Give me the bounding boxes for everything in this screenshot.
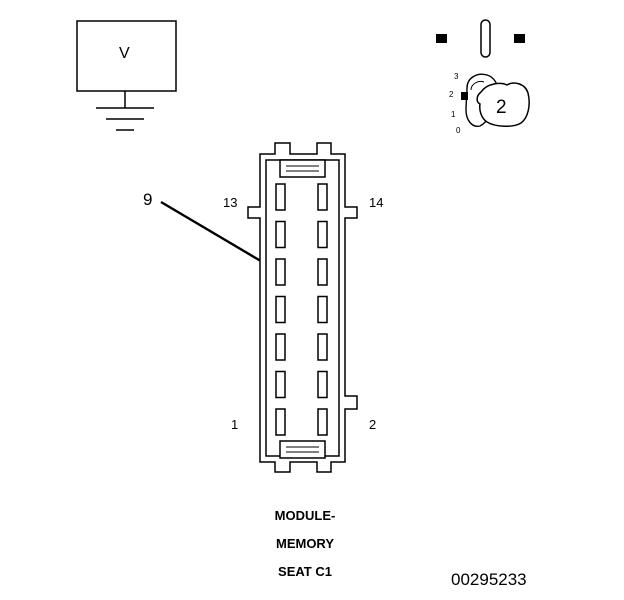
terminal-cavity bbox=[275, 333, 286, 361]
terminal-cavity bbox=[317, 408, 328, 436]
caption-line-3: SEAT C1 bbox=[278, 564, 332, 579]
knob-position-marker bbox=[461, 92, 468, 100]
probe-left-square bbox=[436, 34, 447, 43]
pin-label-14: 14 bbox=[369, 195, 384, 210]
voltmeter-symbol bbox=[76, 20, 177, 131]
terminal-cavity bbox=[275, 370, 286, 399]
bottom-latch bbox=[279, 440, 326, 459]
selector-position-3: 3 bbox=[454, 72, 459, 81]
pin-label-13: 13 bbox=[223, 195, 238, 210]
terminal-cavity bbox=[317, 220, 328, 249]
knob-inner-arc bbox=[470, 81, 485, 91]
probe-center-slot bbox=[480, 19, 491, 58]
voltmeter-box bbox=[76, 20, 177, 92]
callout-number: 9 bbox=[143, 190, 153, 209]
terminal-cavity bbox=[317, 370, 328, 399]
voltmeter-symbol-label: V bbox=[119, 45, 130, 62]
terminal-cavity bbox=[317, 183, 328, 211]
terminal-cavity bbox=[317, 258, 328, 286]
selector-position-1: 1 bbox=[451, 110, 456, 119]
callout-arrow bbox=[160, 200, 278, 272]
knob-number: 2 bbox=[496, 97, 507, 118]
terminal-cavity bbox=[275, 408, 286, 436]
selector-knob bbox=[461, 73, 530, 127]
terminal-cavity bbox=[275, 183, 286, 211]
probe-symbol bbox=[436, 19, 525, 58]
caption-line-2: MEMORY bbox=[275, 536, 335, 551]
terminal-cavities bbox=[275, 183, 328, 436]
terminal-cavity bbox=[317, 333, 328, 361]
knob-pointer-body bbox=[476, 82, 530, 127]
pin-label-1: 1 bbox=[231, 417, 239, 432]
caption-line-1: MODULE- bbox=[274, 508, 336, 523]
connector-c1 bbox=[247, 142, 358, 473]
pin-label-2: 2 bbox=[369, 417, 377, 432]
connector-outline bbox=[247, 142, 358, 473]
terminal-cavity bbox=[275, 258, 286, 286]
probe-right-square bbox=[514, 34, 525, 43]
terminal-cavity bbox=[275, 295, 286, 324]
selector-position-2: 2 bbox=[449, 90, 454, 99]
connector-caption: MODULE- MEMORY SEAT C1 bbox=[235, 502, 375, 586]
figure-code: 00295233 bbox=[451, 570, 527, 589]
top-latch bbox=[279, 159, 326, 178]
selector-position-0: 0 bbox=[456, 126, 461, 135]
terminal-cavity bbox=[275, 220, 286, 249]
terminal-cavity bbox=[317, 295, 328, 324]
